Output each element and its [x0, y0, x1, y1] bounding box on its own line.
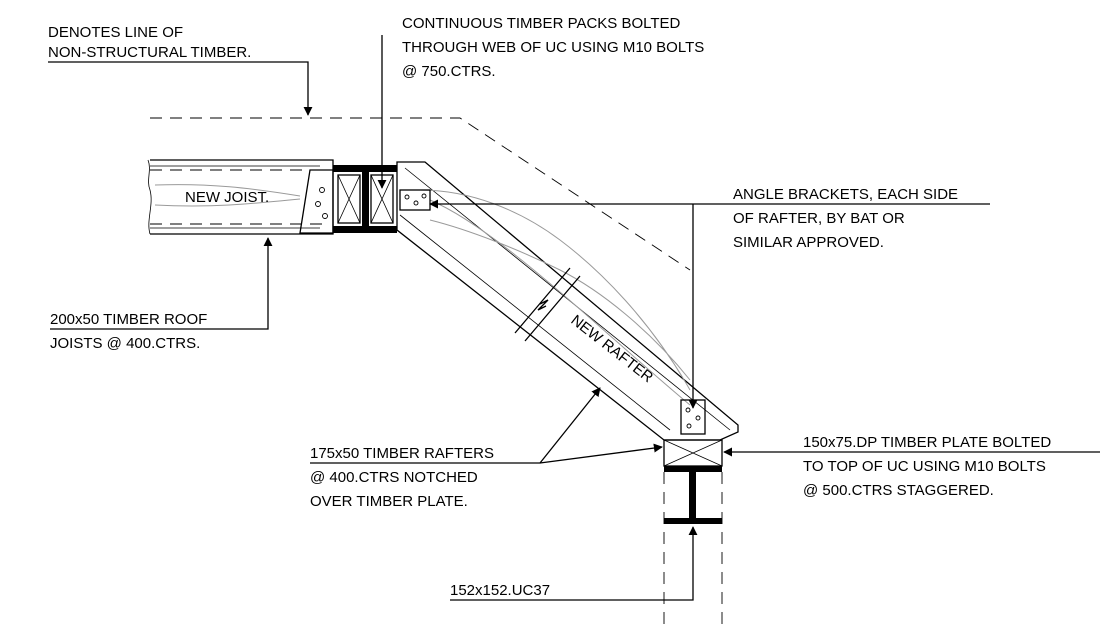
leader-rafters [310, 387, 663, 464]
note-line: JOISTS @ 400.CTRS. [50, 335, 200, 352]
note-line: @ 500.CTRS STAGGERED. [803, 482, 994, 499]
note-line: @ 400.CTRS NOTCHED [310, 469, 478, 486]
note-line: 150x75.DP TIMBER PLATE BOLTED [803, 434, 1051, 451]
note-line: OF RAFTER, BY BAT OR [733, 210, 905, 227]
note-line: NON-STRUCTURAL TIMBER. [48, 44, 251, 61]
note-line: TO TOP OF UC USING M10 BOLTS [803, 458, 1046, 475]
note-line: CONTINUOUS TIMBER PACKS BOLTED [402, 15, 681, 32]
note-line: SIMILAR APPROVED. [733, 234, 884, 251]
leader-line-of-timber [48, 61, 313, 116]
note-timber-packs: CONTINUOUS TIMBER PACKS BOLTED THROUGH W… [402, 15, 704, 80]
note-timber-plate: 150x75.DP TIMBER PLATE BOLTED TO TOP OF … [803, 434, 1051, 499]
note-column: 152x152.UC37 [450, 582, 550, 599]
note-line: @ 750.CTRS. [402, 63, 496, 80]
note-angle-brackets: ANGLE BRACKETS, EACH SIDE OF RAFTER, BY … [733, 186, 958, 251]
note-line-of-timber: DENOTES LINE OF NON-STRUCTURAL TIMBER. [48, 24, 251, 61]
note-line: 175x50 TIMBER RAFTERS [310, 445, 494, 462]
note-line: THROUGH WEB OF UC USING M10 BOLTS [402, 39, 704, 56]
steel-column-uc [663, 466, 723, 630]
leader-angle-brackets [429, 199, 990, 409]
note-line: 200x50 TIMBER ROOF [50, 311, 207, 328]
timber-plate [663, 439, 723, 467]
new-joist: NEW JOIST. [147, 159, 334, 235]
note-line: DENOTES LINE OF [48, 24, 183, 41]
joist-label: NEW JOIST. [185, 189, 269, 206]
note-roof-joists: 200x50 TIMBER ROOF JOISTS @ 400.CTRS. [50, 311, 207, 352]
note-line: OVER TIMBER PLATE. [310, 493, 468, 510]
note-line: 152x152.UC37 [450, 582, 550, 599]
timber-pack-column [333, 165, 397, 233]
leader-column [450, 526, 698, 601]
leader-roof-joists [50, 237, 273, 330]
note-line: ANGLE BRACKETS, EACH SIDE [733, 186, 958, 203]
non-structural-timber-line [150, 117, 691, 271]
note-rafters: 175x50 TIMBER RAFTERS @ 400.CTRS NOTCHED… [310, 445, 494, 510]
angle-bracket-upper [399, 189, 431, 211]
